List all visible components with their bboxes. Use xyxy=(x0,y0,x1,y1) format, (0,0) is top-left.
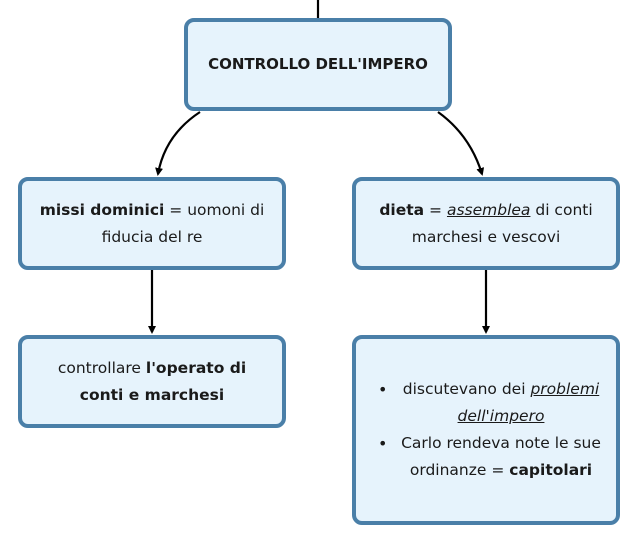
missi-dominici-definition: = uomoni di fiducia del re xyxy=(101,200,265,246)
controllare-pre: controllare xyxy=(57,358,146,377)
root-to-left-arrow xyxy=(155,111,201,176)
missi-dominici-text: missi dominici = uomoni di fiducia del r… xyxy=(28,197,276,251)
controllare-bold: l'operato di conti e marchesi xyxy=(79,358,247,404)
controllare-node: controllare l'operato di conti e marches… xyxy=(18,335,286,428)
controllare-text: controllare l'operato di conti e marches… xyxy=(40,355,264,409)
dieta-definition: di conti marchesi e vescovi xyxy=(411,200,593,246)
missi-dominici-term: missi dominici xyxy=(39,200,165,219)
problemi-term: problemi dell'impero xyxy=(457,380,600,425)
dieta-details-list: discutevano dei problemi dell'impero Car… xyxy=(356,376,616,484)
capitolari-term: capitolari xyxy=(509,461,593,479)
assemblea-term: assemblea xyxy=(446,200,531,219)
list-item: discutevano dei problemi dell'impero xyxy=(356,376,616,430)
root-label: CONTROLLO DELL'IMPERO xyxy=(208,55,428,73)
dieta-term: dieta xyxy=(379,200,425,219)
list-item: Carlo rendeva note le sue ordinanze = ca… xyxy=(356,430,616,484)
discutevano-text: discutevano dei xyxy=(402,380,531,398)
root-node: CONTROLLO DELL'IMPERO xyxy=(184,18,452,111)
dieta-equals: = xyxy=(424,200,447,219)
root-to-right-arrow xyxy=(437,111,485,176)
missi-dominici-node: missi dominici = uomoni di fiducia del r… xyxy=(18,177,286,270)
carlo-text: Carlo rendeva note le sue ordinanze = xyxy=(401,434,601,479)
dieta-text: dieta = assemblea di conti marchesi e ve… xyxy=(362,197,610,251)
dieta-details-node: discutevano dei problemi dell'impero Car… xyxy=(352,335,620,525)
dieta-node: dieta = assemblea di conti marchesi e ve… xyxy=(352,177,620,270)
